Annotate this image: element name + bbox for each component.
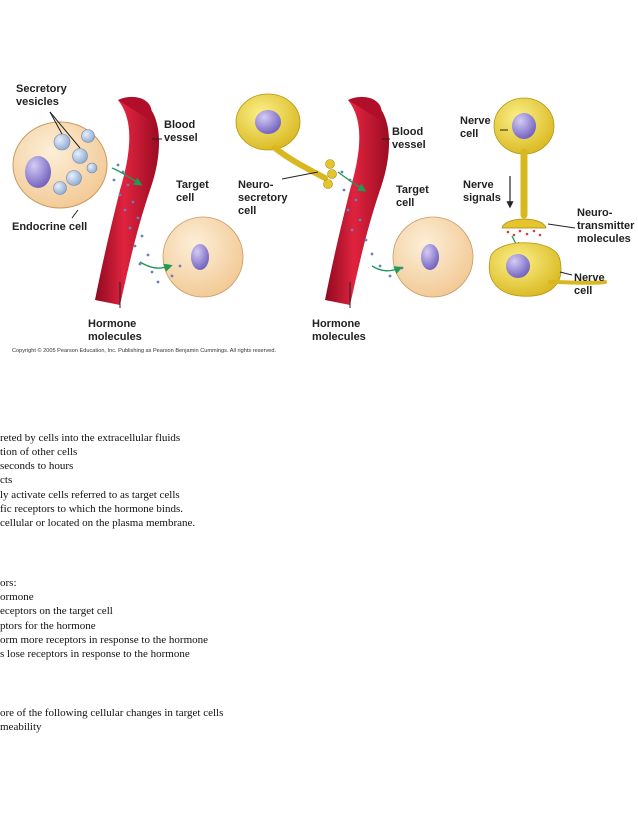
label-target-cell-b: Target (396, 184, 429, 196)
label-secretory-vesicles: Secretory (16, 83, 68, 95)
hormone-arrow-b1 (337, 171, 367, 192)
nerve-nucleus-bottom (506, 254, 530, 278)
hormone-arrow-a2 (139, 261, 173, 272)
text-line-11: ptors for the hormone (0, 620, 96, 632)
label-blood-vessel-a: Blood (164, 119, 195, 131)
text-line-8: ors: (0, 577, 17, 589)
endocrine-signaling-figure: Secretory vesicles Blood vessel Target c… (12, 83, 635, 354)
label-endocrine-cell: Endocrine cell (12, 221, 87, 233)
label-blood-vessel-b: Blood (392, 126, 423, 138)
nerve-nucleus-top (512, 113, 536, 139)
blood-vessel-a (95, 98, 160, 305)
label-neurosecretory-3: cell (238, 205, 256, 217)
label-hormone-molecules-b-2: molecules (312, 331, 366, 343)
panel-endocrine (12, 96, 244, 305)
label-nerve-cell-bottom: Nerve (574, 272, 605, 284)
label-blood-vessel-a-2: vessel (164, 132, 198, 144)
blood-vessel-b (325, 98, 390, 305)
neurotransmitter-dots (506, 229, 542, 237)
text-line-13: s lose receptors in response to the horm… (0, 648, 190, 660)
label-target-cell-b-2: cell (396, 197, 414, 209)
label-hormone-molecules-b: Hormone (312, 318, 360, 330)
label-neurotransmitter-2: transmitter (577, 220, 635, 232)
pointer-lines (49, 111, 576, 308)
axon-terminal-c (501, 218, 547, 229)
copyright-line: Copyright © 2005 Pearson Education, Inc.… (12, 347, 277, 354)
label-blood-vessel-b-2: vessel (392, 139, 426, 151)
label-nerve-cell-top: Nerve (460, 115, 491, 127)
label-target-cell-a: Target (176, 179, 209, 191)
secretory-vesicles (53, 129, 98, 195)
hormone-arrow-a1 (111, 167, 143, 186)
label-neurotransmitter-3: molecules (577, 233, 631, 245)
label-hormone-molecules-a-2: molecules (88, 331, 142, 343)
label-neurosecretory: Neuro- (238, 179, 274, 191)
label-hormone-molecules-a: Hormone (88, 318, 136, 330)
label-neurosecretory-2: secretory (238, 192, 288, 204)
label-neurotransmitter: Neuro- (577, 207, 613, 219)
text-line-3: seconds to hours (0, 460, 74, 472)
neurosecretory-nucleus (255, 110, 281, 134)
label-nerve-cell-bottom-2: cell (574, 285, 592, 297)
text-line-4: cts (0, 474, 13, 486)
target-nucleus-b (421, 244, 439, 270)
label-secretory-vesicles-2: vesicles (16, 96, 59, 108)
target-nucleus-a (191, 244, 209, 270)
axon-terminal-b (323, 159, 337, 189)
text-line-1: reted by cells into the extracellular fl… (0, 432, 181, 444)
text-line-7: cellular or located on the plasma membra… (0, 517, 196, 529)
hormone-arrow-b2 (371, 265, 403, 274)
text-line-14: ore of the following cellular changes in… (0, 707, 224, 719)
text-line-9: ormone (0, 591, 34, 603)
text-line-12: orm more receptors in response to the ho… (0, 634, 209, 646)
panel-neurosecretory (235, 93, 474, 305)
panel-synaptic (488, 97, 607, 297)
hormone-dots-a (112, 163, 182, 284)
label-nerve-signals-2: signals (463, 192, 501, 204)
text-line-15: meability (0, 721, 42, 733)
label-nerve-cell-top-2: cell (460, 128, 478, 140)
label-target-cell-a-2: cell (176, 192, 194, 204)
text-line-6: fic receptors to which the hormone binds… (0, 503, 183, 515)
text-line-2: tion of other cells (0, 446, 78, 458)
label-nerve-signals: Nerve (463, 179, 494, 191)
text-line-10: eceptors on the target cell (0, 605, 113, 617)
endocrine-nucleus (25, 156, 51, 188)
text-line-5: ly activate cells referred to as target … (0, 489, 180, 501)
neurosecretory-axon (272, 145, 328, 181)
